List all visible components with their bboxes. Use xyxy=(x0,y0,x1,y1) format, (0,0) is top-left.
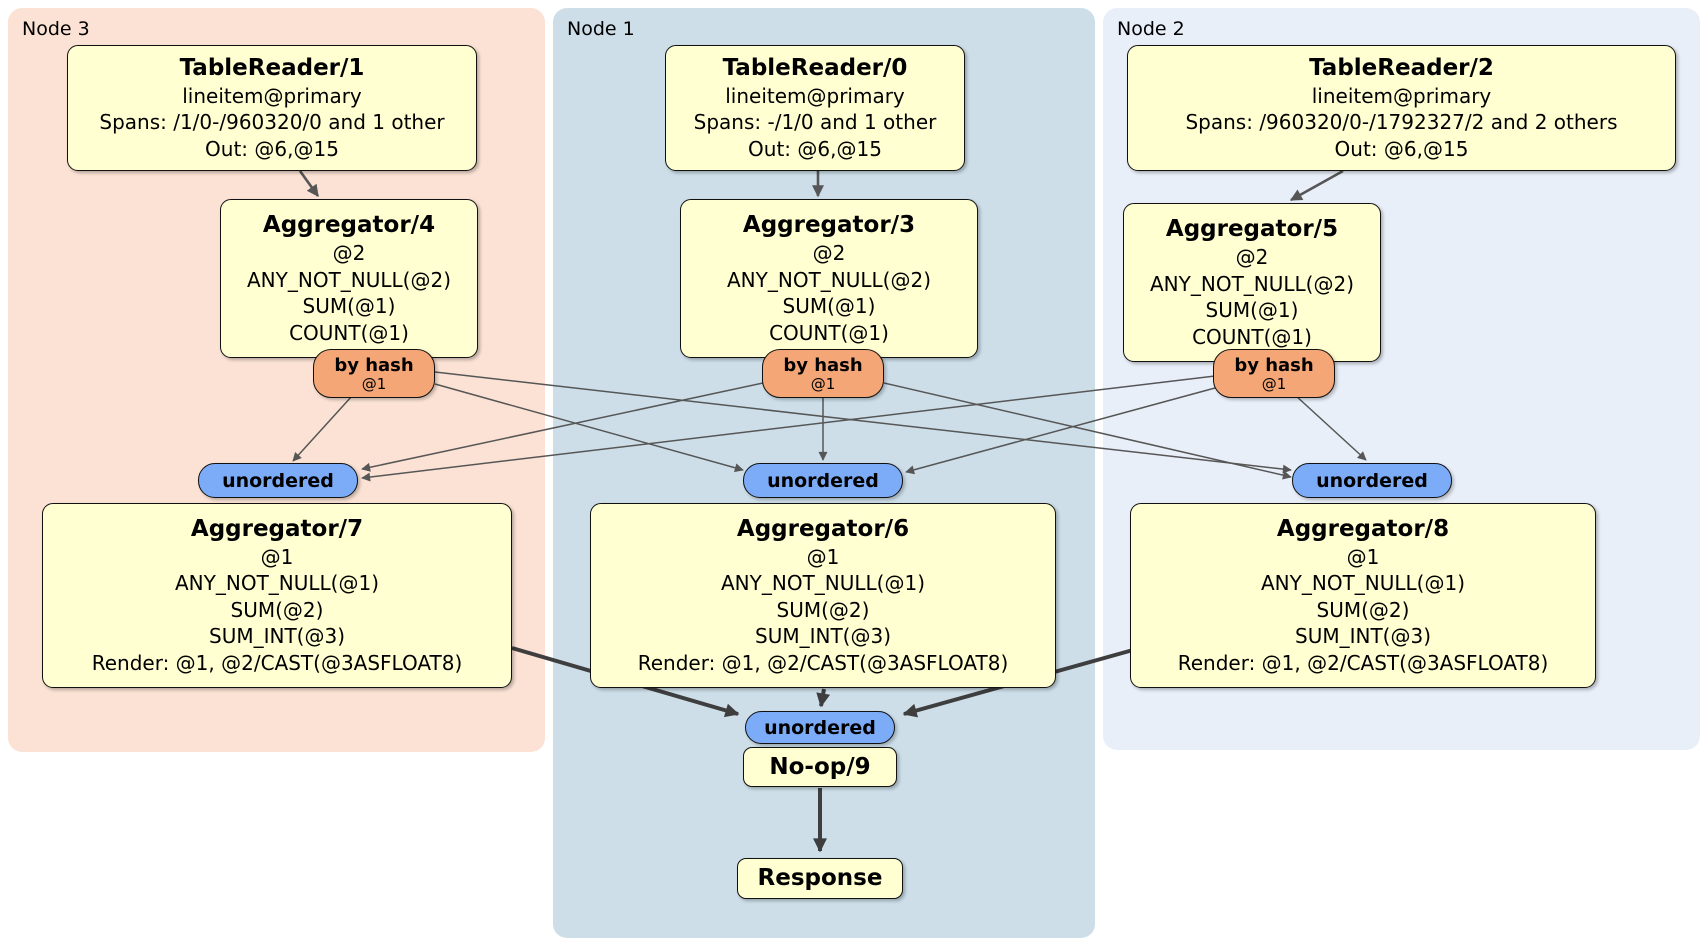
aggregator-8-row: @1 xyxy=(1346,544,1380,569)
node3-region-label: Node 3 xyxy=(22,18,90,40)
tablereader-2-index: lineitem@primary xyxy=(1311,83,1492,108)
aggregator-6-row: SUM_INT(@3) xyxy=(755,624,891,649)
aggregator-8-box: Aggregator/8 @1 ANY_NOT_NULL(@1) SUM(@2)… xyxy=(1130,503,1596,688)
aggregator-5-row: SUM(@1) xyxy=(1205,298,1299,322)
tablereader-0-index: lineitem@primary xyxy=(725,83,905,108)
hash-router-badge-node2: by hash @1 xyxy=(1213,349,1335,398)
aggregator-5-row: COUNT(@1) xyxy=(1192,324,1312,349)
aggregator-8-title: Aggregator/8 xyxy=(1276,515,1450,542)
aggregator-4-row: ANY_NOT_NULL(@2) xyxy=(247,267,451,292)
tablereader-1-spans: Spans: /1/0-/960320/0 and 1 other xyxy=(99,110,445,135)
aggregator-4-row: @2 xyxy=(332,241,366,265)
aggregator-7-row: @1 xyxy=(260,544,294,569)
tablereader-2-box: TableReader/2 lineitem@primary Spans: /9… xyxy=(1127,45,1676,171)
aggregator-3-box: Aggregator/3 @2 ANY_NOT_NULL(@2) SUM(@1)… xyxy=(680,199,978,358)
aggregator-8-row: SUM_INT(@3) xyxy=(1295,624,1431,649)
unordered-stream-label: unordered xyxy=(767,469,879,492)
aggregator-8-row: SUM(@2) xyxy=(1316,597,1410,622)
aggregator-7-render-row: Render: @1, @2/CAST(@3ASFLOAT8) xyxy=(91,650,463,675)
tablereader-0-box: TableReader/0 lineitem@primary Spans: -/… xyxy=(665,45,965,171)
aggregator-6-row: @1 xyxy=(806,544,840,569)
aggregator-5-box: Aggregator/5 @2 ANY_NOT_NULL(@2) SUM(@1)… xyxy=(1123,203,1381,362)
tablereader-1-title: TableReader/1 xyxy=(179,54,365,81)
tablereader-1-box: TableReader/1 lineitem@primary Spans: /1… xyxy=(67,45,477,171)
aggregator-4-row: SUM(@1) xyxy=(302,294,396,318)
unordered-stream-badge-node3: unordered xyxy=(198,463,358,498)
aggregator-8-render-row: Render: @1, @2/CAST(@3ASFLOAT8) xyxy=(1177,650,1549,675)
aggregator-4-box: Aggregator/4 @2 ANY_NOT_NULL(@2) SUM(@1)… xyxy=(220,199,478,358)
aggregator-5-title: Aggregator/5 xyxy=(1165,216,1339,242)
aggregator-7-title: Aggregator/7 xyxy=(190,515,364,542)
hash-router-label: by hash xyxy=(1234,354,1314,376)
aggregator-6-render-row: Render: @1, @2/CAST(@3ASFLOAT8) xyxy=(637,650,1009,675)
hash-router-badge-node3: by hash @1 xyxy=(313,349,435,398)
unordered-stream-badge-final: unordered xyxy=(745,711,895,744)
hash-router-detail: @1 xyxy=(1261,374,1287,393)
aggregator-3-row: SUM(@1) xyxy=(782,294,876,318)
node2-region-label: Node 2 xyxy=(1117,18,1185,40)
unordered-stream-badge-node1: unordered xyxy=(743,463,903,498)
hash-router-badge-node1: by hash @1 xyxy=(762,349,884,398)
aggregator-3-title: Aggregator/3 xyxy=(742,212,916,238)
tablereader-2-spans: Spans: /960320/0-/1792327/2 and 2 others xyxy=(1185,110,1618,135)
noop-box: No-op/9 xyxy=(743,747,897,787)
aggregator-6-row: ANY_NOT_NULL(@1) xyxy=(721,571,925,596)
hash-router-stream-edges xyxy=(292,371,1367,482)
aggregator-3-row: @2 xyxy=(812,241,846,265)
aggregator-4-title: Aggregator/4 xyxy=(262,212,436,238)
aggregator-6-row: SUM(@2) xyxy=(776,597,870,622)
aggregator-8-row: ANY_NOT_NULL(@1) xyxy=(1261,571,1465,596)
aggregator-5-row: ANY_NOT_NULL(@2) xyxy=(1150,271,1354,296)
tablereader-0-out: Out: @6,@15 xyxy=(748,136,882,161)
tablereader-0-spans: Spans: -/1/0 and 1 other xyxy=(693,110,937,135)
noop-title: No-op/9 xyxy=(769,753,871,780)
aggregator-3-row: COUNT(@1) xyxy=(769,320,889,345)
unordered-stream-badge-node2: unordered xyxy=(1292,463,1452,498)
aggregator-7-row: ANY_NOT_NULL(@1) xyxy=(175,571,379,596)
aggregator-7-box: Aggregator/7 @1 ANY_NOT_NULL(@1) SUM(@2)… xyxy=(42,503,512,688)
hash-router-label: by hash xyxy=(783,354,863,376)
tablereader-2-title: TableReader/2 xyxy=(1309,54,1494,81)
response-title: Response xyxy=(757,865,883,891)
hash-router-detail: @1 xyxy=(810,374,836,393)
aggregator-7-row: SUM(@2) xyxy=(230,597,324,622)
unordered-stream-label: unordered xyxy=(222,469,334,492)
aggregator-5-row: @2 xyxy=(1235,245,1269,269)
tablereader-1-index: lineitem@primary xyxy=(182,83,362,108)
aggregator-4-row: COUNT(@1) xyxy=(289,320,409,345)
unordered-stream-label: unordered xyxy=(1316,469,1428,492)
aggregator-3-row: ANY_NOT_NULL(@2) xyxy=(727,267,931,292)
node1-region-label: Node 1 xyxy=(567,18,635,40)
tablereader-1-out: Out: @6,@15 xyxy=(205,136,339,161)
aggregator-6-box: Aggregator/6 @1 ANY_NOT_NULL(@1) SUM(@2)… xyxy=(590,503,1056,688)
tablereader-2-out: Out: @6,@15 xyxy=(1334,136,1469,161)
aggregator-6-title: Aggregator/6 xyxy=(736,515,910,542)
response-box: Response xyxy=(737,858,903,899)
tablereader-to-aggregator-arrows xyxy=(298,169,1344,202)
tablereader-0-title: TableReader/0 xyxy=(722,54,908,81)
unordered-stream-label: unordered xyxy=(764,716,876,739)
hash-router-label: by hash xyxy=(334,354,414,376)
aggregator-7-row: SUM_INT(@3) xyxy=(209,624,345,649)
hash-router-detail: @1 xyxy=(361,374,387,393)
